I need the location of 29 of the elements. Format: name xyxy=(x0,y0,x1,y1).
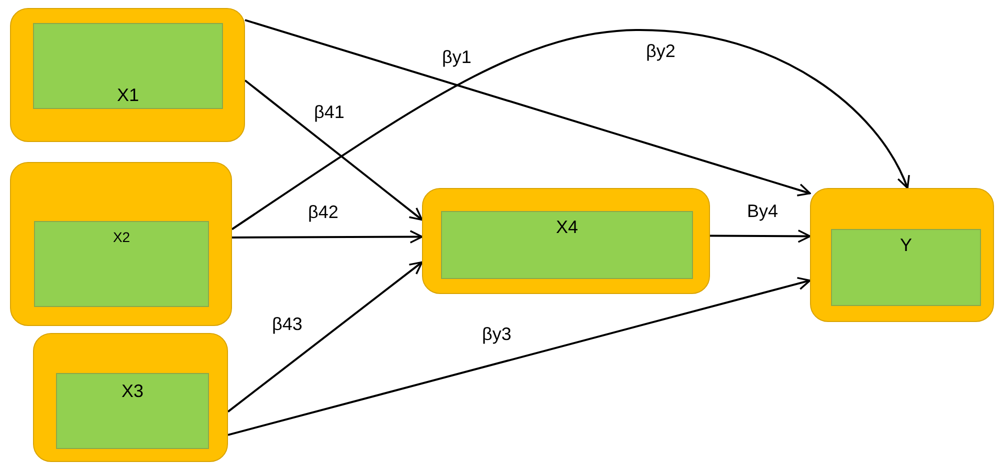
arrow xyxy=(228,276,811,436)
variable-label: X3 xyxy=(120,382,145,400)
outer-box xyxy=(33,333,228,462)
variable-box xyxy=(33,23,223,109)
outer-box xyxy=(422,188,710,294)
variable-box xyxy=(441,211,693,279)
outer-box xyxy=(10,162,232,326)
arrow xyxy=(244,19,811,196)
edge-label: By4 xyxy=(745,202,780,220)
variable-label: X4 xyxy=(554,218,580,236)
edge-label: βy1 xyxy=(440,48,474,66)
arrow xyxy=(227,261,423,412)
variable-label: Y xyxy=(898,236,913,254)
edge-label: β43 xyxy=(270,315,304,333)
arrow xyxy=(231,29,910,230)
arrow xyxy=(232,230,423,244)
variable-label: X2 xyxy=(112,230,132,244)
edge-label: βy2 xyxy=(644,42,678,60)
variable-box xyxy=(56,373,209,449)
arrow xyxy=(244,80,423,221)
edge-label: βy3 xyxy=(480,325,514,343)
outer-box xyxy=(10,8,245,142)
variable-box xyxy=(34,221,209,307)
edge-label: β41 xyxy=(312,103,346,121)
variable-label: X1 xyxy=(116,86,140,104)
arrow xyxy=(710,229,811,243)
outer-box xyxy=(810,188,994,322)
edge-label: β42 xyxy=(306,203,340,221)
variable-box xyxy=(831,229,981,306)
